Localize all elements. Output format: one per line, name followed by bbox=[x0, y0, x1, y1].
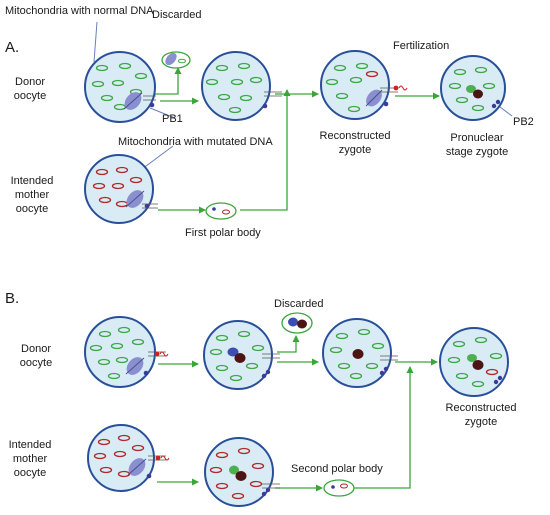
label-discarded-b: Discarded bbox=[274, 298, 324, 310]
label-donor-b-2: oocyte bbox=[20, 357, 52, 369]
sperm-icon bbox=[155, 455, 170, 461]
enucleated-zygote-b bbox=[322, 318, 398, 388]
label-mother-a-3: oocyte bbox=[16, 203, 48, 215]
arrow-pb-up bbox=[240, 89, 291, 211]
pipette-icon bbox=[262, 483, 280, 489]
mother-zygote-b bbox=[204, 437, 280, 507]
spindle-icon bbox=[125, 190, 145, 208]
label-mother-a-1: Intended bbox=[11, 175, 54, 187]
label-donor-a-1: Donor bbox=[15, 76, 45, 88]
female-pronucleus bbox=[473, 89, 483, 99]
pronuclear-zygote-a bbox=[440, 55, 506, 121]
label-mother-b-3: oocyte bbox=[14, 467, 46, 479]
label-mother-b-1: Intended bbox=[9, 439, 52, 451]
sperm-icon bbox=[154, 351, 169, 357]
pointer-mito-normal bbox=[93, 21, 98, 63]
label-discarded-a: Discarded bbox=[152, 9, 202, 21]
pipette-icon bbox=[142, 203, 158, 209]
polar-body-dot bbox=[149, 102, 155, 108]
label-mother-b-2: mother bbox=[13, 453, 48, 465]
label-pronuclear-2: stage zygote bbox=[446, 146, 508, 158]
donor-oocyte-b bbox=[84, 316, 169, 388]
discarded-a bbox=[161, 51, 191, 69]
section-label-b: B. bbox=[5, 290, 19, 307]
donor-oocyte-a bbox=[84, 51, 156, 123]
label-first-pb: First polar body bbox=[185, 227, 261, 239]
spindle-icon bbox=[125, 357, 145, 375]
label-reconstructed-b-2: zygote bbox=[465, 416, 497, 428]
label-reconstructed-a-1: Reconstructed bbox=[320, 130, 391, 142]
spindle-icon bbox=[127, 458, 147, 476]
label-mother-a-2: mother bbox=[15, 189, 50, 201]
discarded-b bbox=[281, 312, 313, 334]
mother-oocyte-b bbox=[87, 424, 170, 492]
panel-a: A. bbox=[5, 5, 534, 239]
arrow-to-discarded-b bbox=[277, 335, 300, 353]
label-mito-normal: Mitochondria with normal DNA bbox=[5, 5, 154, 17]
label-mito-mutated: Mitochondria with mutated DNA bbox=[118, 136, 273, 148]
male-pronucleus bbox=[466, 85, 476, 93]
mother-oocyte-a bbox=[84, 154, 158, 224]
donor-zygote-b bbox=[203, 320, 280, 390]
reconstructed-zygote-b bbox=[439, 327, 509, 397]
pipette-icon bbox=[262, 353, 280, 359]
label-reconstructed-a-2: zygote bbox=[339, 144, 371, 156]
label-reconstructed-b-1: Reconstructed bbox=[446, 402, 517, 414]
first-polar-body bbox=[205, 202, 237, 220]
label-second-pb: Second polar body bbox=[291, 463, 383, 475]
spindle-icon bbox=[123, 92, 143, 110]
arrow-to-discarded-a bbox=[153, 67, 182, 95]
spindle-icon bbox=[365, 89, 383, 107]
label-donor-a-2: oocyte bbox=[14, 90, 46, 102]
label-fertilization: Fertilization bbox=[393, 40, 449, 52]
pointer-pb1 bbox=[149, 107, 176, 119]
reconstructed-zygote-a bbox=[320, 50, 408, 120]
second-polar-body bbox=[323, 479, 355, 497]
label-pb1: PB1 bbox=[162, 113, 183, 125]
sperm-icon bbox=[393, 85, 408, 91]
panel-b: B. bbox=[5, 290, 517, 507]
label-donor-b-1: Donor bbox=[21, 343, 51, 355]
pipette-icon bbox=[264, 91, 282, 97]
pipette-icon bbox=[380, 355, 398, 361]
arrow-b-up bbox=[354, 366, 414, 489]
label-pb2: PB2 bbox=[513, 116, 534, 128]
pipette-icon bbox=[143, 95, 156, 101]
section-label-a: A. bbox=[5, 39, 19, 56]
enucleated-donor-a bbox=[201, 51, 282, 121]
label-pronuclear-1: Pronuclear bbox=[450, 132, 504, 144]
